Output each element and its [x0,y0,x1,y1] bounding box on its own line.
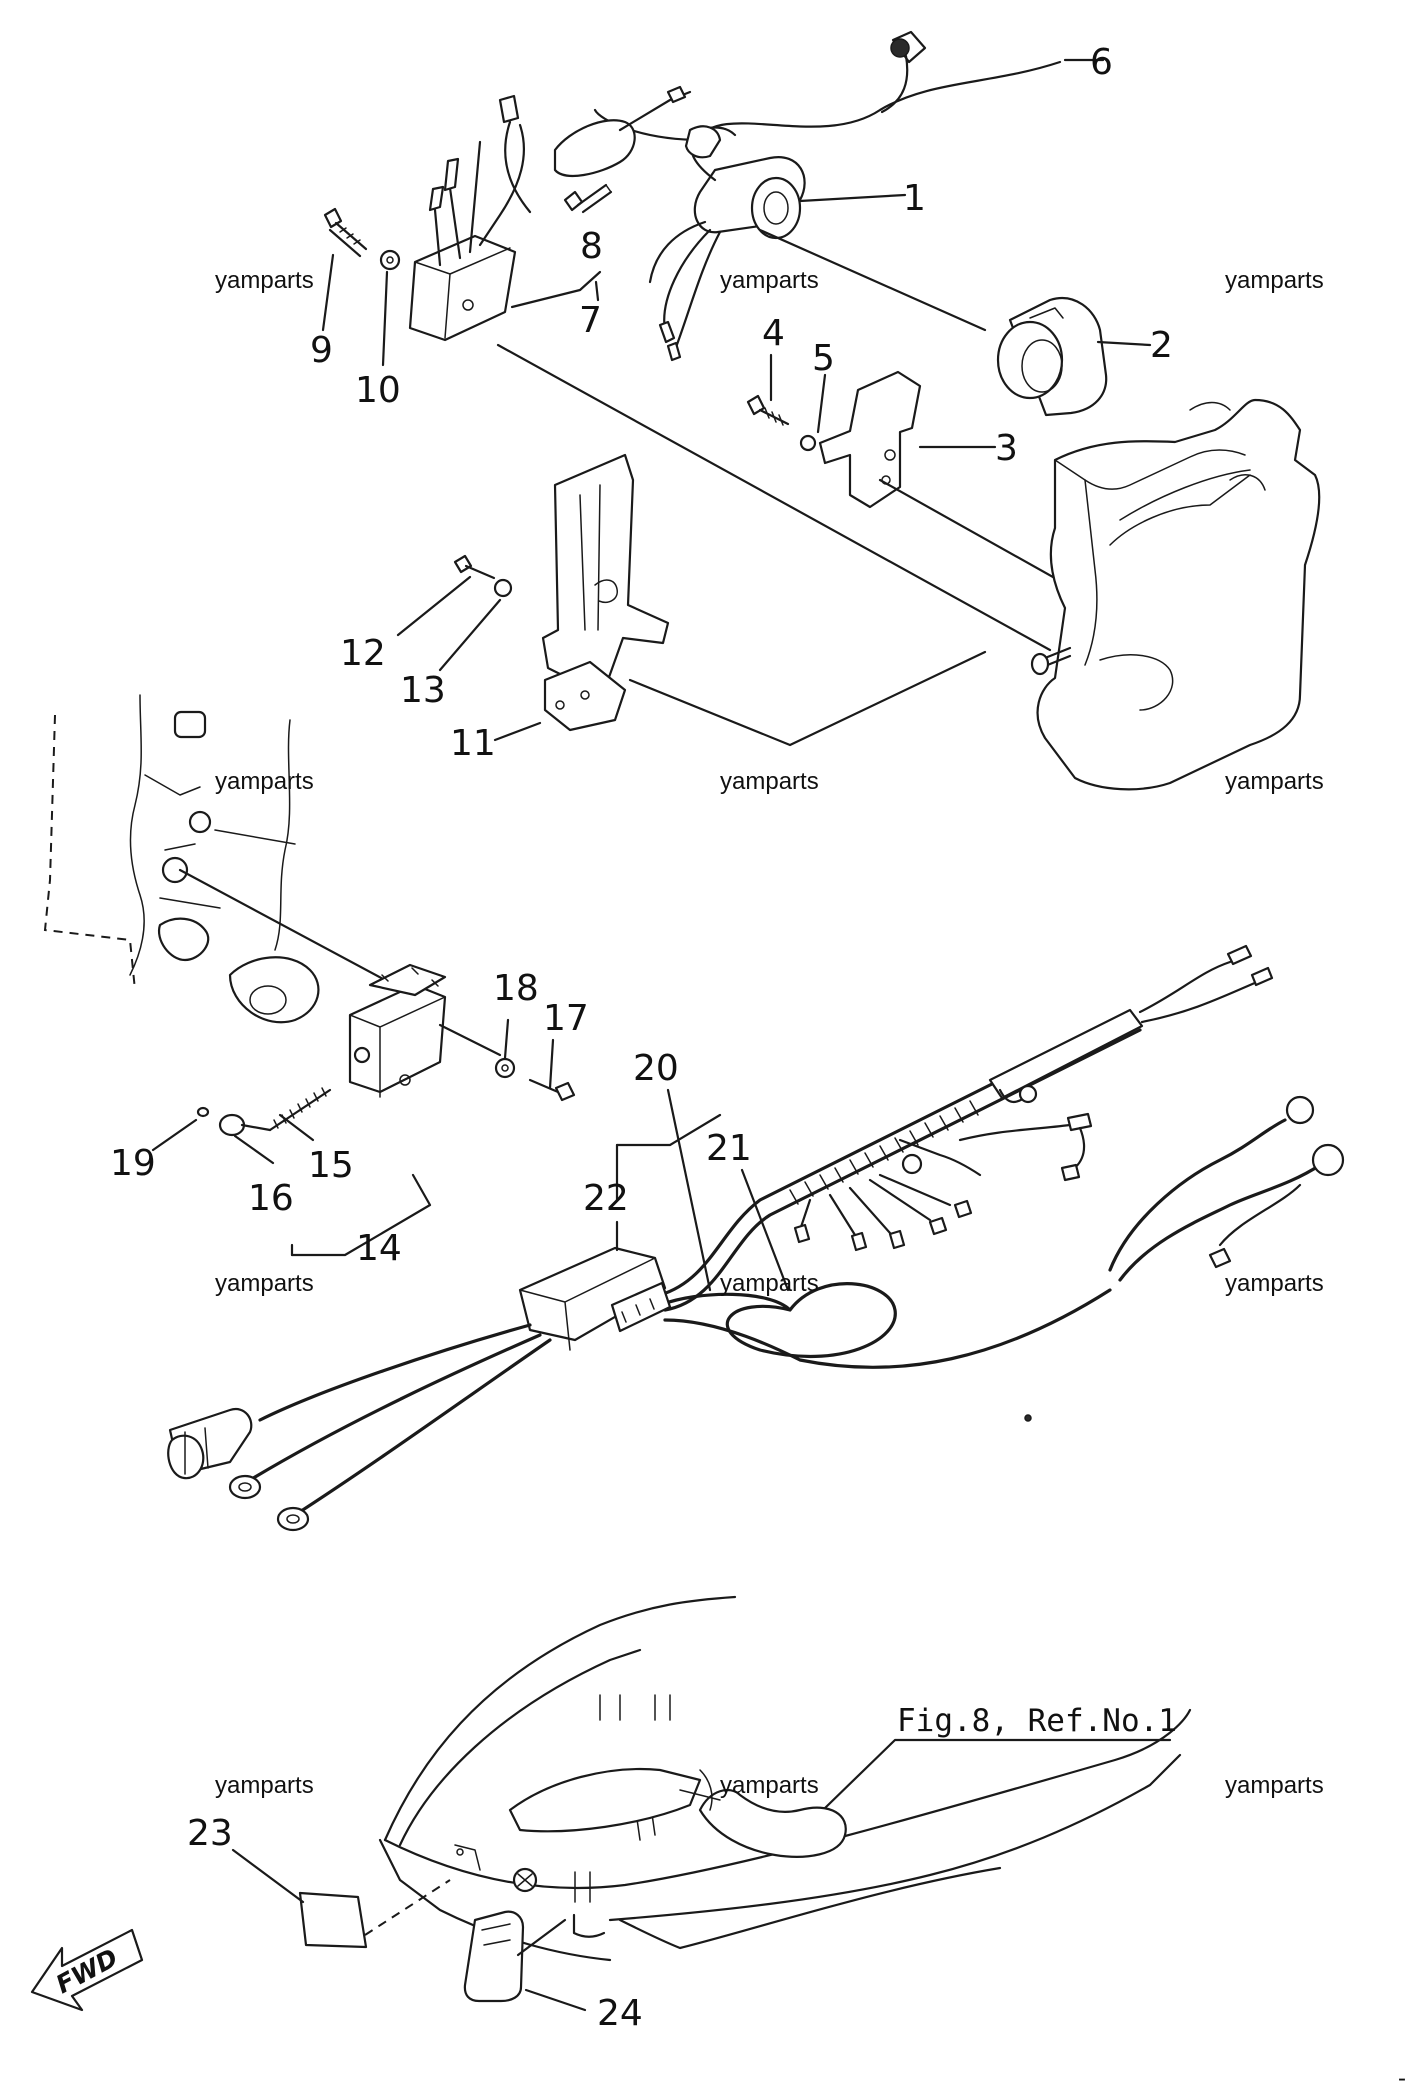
bottom-cowling [378,1595,1192,1962]
leader-11-to-block [628,650,987,747]
part-15-spring [268,1087,332,1132]
callout-19: 19 [110,1143,156,1184]
part-4-bolt [746,394,790,426]
watermark: yamparts [215,1270,314,1297]
callout-numbers: 1 2 3 4 5 6 7 8 9 10 11 12 13 14 15 16 1… [110,42,1173,2034]
part-2-relay-cover [996,297,1108,417]
part-9-bolt [323,207,368,258]
stray-dot [1024,1414,1032,1422]
part-21-cable-loop [658,1282,1112,1369]
callout-21: 21 [706,1128,752,1169]
callout-5: 5 [812,338,835,379]
callout-1: 1 [903,178,926,219]
watermarks: yamparts yamparts yamparts yamparts yamp… [215,267,1324,1799]
engine-block-fragment [1030,398,1321,791]
callout-14: 14 [356,1228,402,1269]
watermark: yamparts [215,267,314,294]
leader-24-to-cowling [516,1918,567,1957]
part-3-bracket [818,370,922,509]
part-19-pin [196,1106,210,1118]
part-14-switch-assembly [348,963,447,1098]
part-24-grommet [463,1910,525,2003]
watermark: yamparts [720,1772,819,1799]
callout-6: 6 [1090,42,1113,83]
part-10-washer [379,249,401,271]
callout-13: 13 [400,670,446,711]
watermark: yamparts [1225,1270,1324,1297]
leader-23-dashed [364,1879,451,1936]
watermark: yamparts [720,267,819,294]
leader-1-to-block [758,228,987,332]
callout-22: 22 [583,1178,629,1219]
part-23-plate [298,1891,368,1949]
callout-2: 2 [1150,325,1173,366]
callout-9: 9 [310,330,333,371]
callout-16: 16 [248,1178,294,1219]
part-12-bolt [453,554,496,580]
callout-15: 15 [308,1145,354,1186]
part-20-wire-harness [658,944,1345,1312]
fwd-direction-arrow: FWD [30,1928,144,2012]
callout-4: 4 [762,313,785,354]
corner-mark: - [1398,2065,1406,2092]
leader-7-to-block [496,343,1052,652]
reference-note: Fig.8, Ref.No.1 [897,1703,1177,1739]
callout-23: 23 [187,1813,233,1854]
callout-7: 7 [579,300,602,341]
watermark: yamparts [1225,1772,1324,1799]
watermark: yamparts [1225,768,1324,795]
part-18-washer [494,1057,516,1079]
callout-24: 24 [597,1993,643,2034]
callout-12: 12 [340,633,386,674]
watermark: yamparts [720,1270,819,1297]
part-1-starter-relay [648,125,806,362]
callout-10: 10 [355,370,401,411]
part-7-rectifier [408,85,692,342]
part-22-connector [518,1246,672,1351]
callout-3: 3 [995,428,1018,469]
callout-20: 20 [633,1048,679,1089]
leader-switch-to-screw [438,1023,502,1057]
leader-switch-to-engine [178,868,387,982]
callout-11: 11 [450,723,496,764]
watermark: yamparts [720,768,819,795]
part-8-bolt [563,183,613,214]
part-11-mounting-plate [541,453,670,732]
engine-side-sketch [43,694,320,1024]
callout-leaders [151,58,1152,2012]
main-harness-lower-leads [167,1323,552,1532]
callout-18: 18 [493,968,539,1009]
part-13-washer [493,578,513,598]
part-6-lead-wire [593,30,1062,142]
leader-3-to-block [878,478,1087,597]
watermark: yamparts [215,1772,314,1799]
callout-8: 8 [580,226,603,267]
part-5-washer [799,434,817,452]
leader-ref-note [823,1738,1172,1810]
part-16-clip [218,1113,272,1137]
watermark: yamparts [1225,267,1324,294]
callout-17: 17 [543,998,589,1039]
watermark: yamparts [215,768,314,795]
part-17-screw [528,1078,576,1102]
